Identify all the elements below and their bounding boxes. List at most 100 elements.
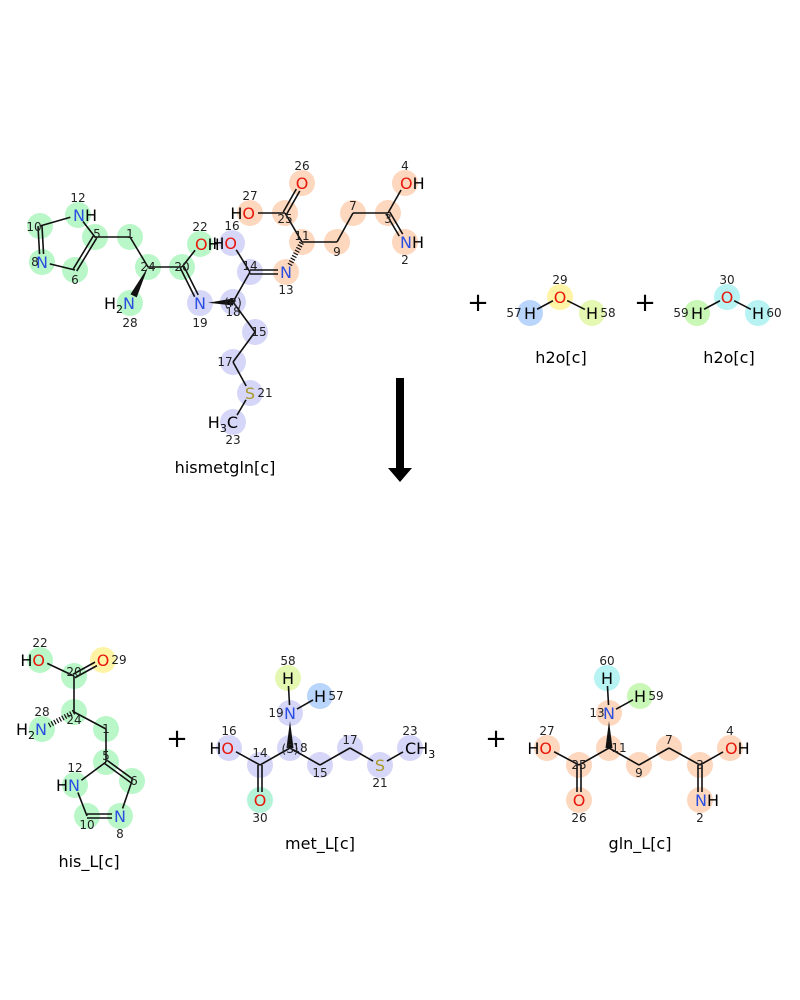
atom-label: O [554,288,567,307]
atom-1: 1 [126,227,134,241]
single-bond [39,216,71,227]
bonds [37,188,404,416]
double-bond [282,188,298,213]
single-bond [235,751,261,766]
atom-6: 6 [130,774,138,788]
atom-label: HO [212,234,237,253]
atom-13: N13 [589,704,615,723]
single-bond [703,300,721,310]
atom-11: 11 [294,229,309,243]
atom-number: 59 [673,306,688,320]
atom-number: 7 [349,199,357,213]
atom-7: 7 [665,733,673,747]
atom-number: 22 [32,636,47,650]
atom-24: 24 [140,260,155,274]
atom-26: O26 [294,159,309,193]
atom-label: N [280,263,292,282]
atom-label: N [284,704,296,723]
atom-highlight [745,300,771,326]
atom-number: 21 [372,776,387,790]
double-bond [286,190,301,215]
atom-label: N [603,704,615,723]
atom-4: OH4 [400,159,425,193]
atom-number: 25 [571,758,586,772]
single-bond [232,331,256,363]
atom-number: 25 [277,212,292,226]
atom-13: N13 [278,263,293,297]
atom-17: 17 [342,733,357,747]
atom-label: HO [20,651,45,670]
atom-highlight [717,735,743,761]
atom-highlight [397,735,423,761]
reaction-arrow [388,378,412,482]
plus-sign: + [467,288,489,318]
atom-label: N [36,253,48,272]
atom-number: 58 [600,306,615,320]
double-bond [74,664,98,679]
atom-number: 3 [696,758,704,772]
atom-label: H [691,304,703,323]
wedge-bond [286,721,294,748]
atom-number: 13 [278,283,293,297]
atom-label: H2N [104,294,135,316]
double-bond [179,267,196,298]
atom-20: 20 [174,260,189,274]
atom-number: 30 [719,273,734,287]
atom-highlight [307,683,333,709]
atom-label: HN [56,776,80,795]
atom-number: 60 [766,306,781,320]
atom-number: 19 [268,706,283,720]
atom-label: NH [400,233,424,252]
atom-highlight [579,300,605,326]
molecule-name: hismetgln[c] [175,458,276,477]
atom-highlight [187,290,213,316]
atom-number: 14 [252,746,267,760]
atom-number: 8 [31,255,39,269]
atom-number: 27 [242,189,257,203]
atom-number: 4 [726,724,734,738]
atom-number: 26 [294,159,309,173]
atom-label: OH [725,739,750,758]
atom-2: NH2 [400,233,424,267]
atom-59: H59 [673,304,703,323]
single-bond [536,300,554,310]
atom-label: O [296,174,309,193]
single-bond [387,189,402,214]
atom-label: N [114,807,126,826]
atom-20: 20 [66,665,81,679]
atom-1: 1 [102,722,110,736]
atom-highlight [237,380,263,406]
atom-highlight [187,231,213,257]
single-bond [289,747,321,766]
wedge-bond [130,267,148,298]
bonds [703,299,752,311]
atom-14: 14 [242,259,257,273]
molecule-name: h2o[c] [703,348,754,367]
atom-label: H [752,304,764,323]
atom-highlight [247,787,273,813]
single-bond [284,212,303,243]
single-bond [553,751,580,766]
atom-number: 20 [174,260,189,274]
atom-highlight [594,665,620,691]
atom-25: 25 [277,212,292,226]
double-bond [72,235,94,270]
atom-number: 21 [257,386,272,400]
wedge-bond [605,721,613,748]
atom-17: 17 [217,355,232,369]
atom-10: 10 [79,818,94,832]
atom-3: 3 [696,758,704,772]
molecule-name: h2o[c] [535,348,586,367]
